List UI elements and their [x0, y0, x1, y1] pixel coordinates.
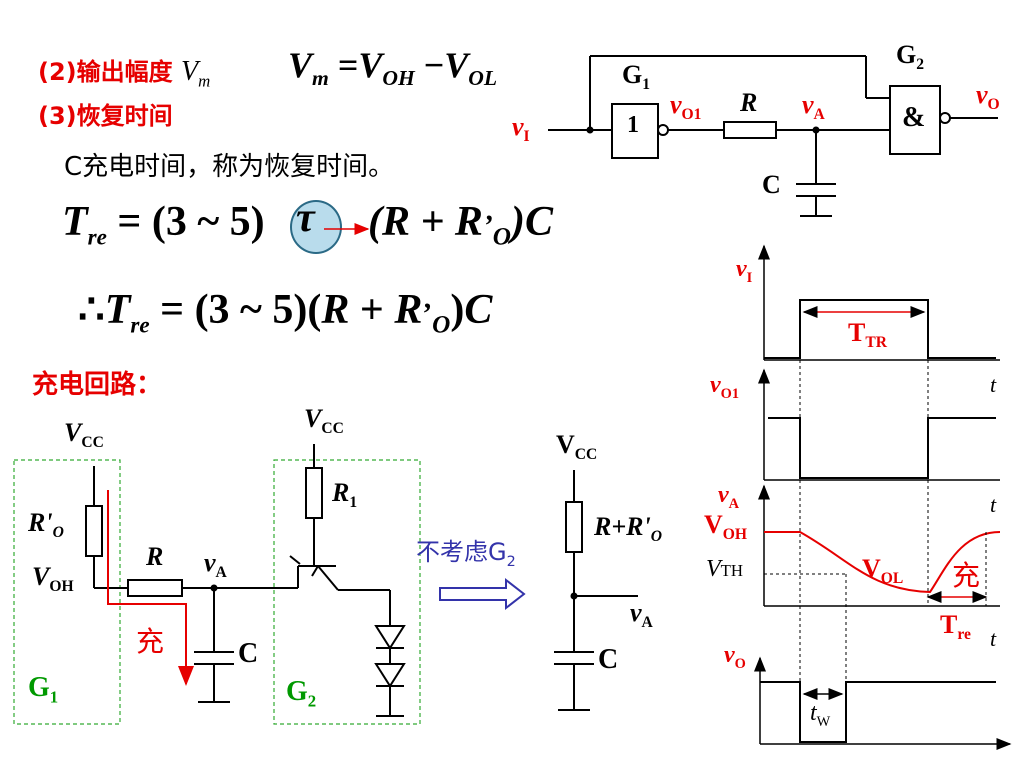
g1-box: [13, 459, 121, 725]
tre-formula-2: ∴Tre = (3 ~ 5)(R + R’O)C: [78, 287, 493, 339]
resistor-r1: [305, 467, 323, 519]
label-r-sum: R+R'O: [594, 512, 662, 546]
charging-loop-heading: 充电回路：: [32, 370, 163, 400]
ro-sub-1: O: [492, 223, 511, 251]
vm-formula: Vm =VOH −VOL: [288, 45, 498, 91]
tre-sub: re: [87, 223, 107, 250]
vo-wave: [760, 681, 996, 743]
resistor-ro: [85, 505, 103, 557]
label-voh-left: VOH: [32, 562, 74, 596]
label-vo1-top: vO1: [670, 90, 702, 124]
label-vcc-left: VCC: [64, 418, 104, 452]
t-axis-2: t: [990, 492, 997, 517]
label-va-eq: vA: [630, 598, 653, 632]
tre-rc-1: (R + R’O)C: [368, 199, 553, 251]
label-charge-wave: 充: [952, 559, 981, 592]
voh-sub: OH: [382, 66, 415, 91]
tau-symbol: τ: [296, 195, 315, 241]
label-c-left: C: [238, 638, 259, 669]
label-vcc-eq: VCC: [556, 430, 598, 464]
inverter-bubble: [657, 124, 669, 136]
amplitude-heading: (2)输出幅度 Vm: [38, 52, 210, 92]
vm-symbol: Vm: [181, 56, 211, 91]
label-vcc-transistor: VCC: [304, 404, 344, 438]
tau-highlight: [290, 200, 342, 254]
timing-guides: [799, 300, 987, 742]
label-voh-wave: VOH: [704, 510, 748, 544]
top-circuit: [548, 55, 998, 217]
wave-label-vo1: vO1: [710, 372, 740, 402]
t-axis-1: t: [990, 372, 997, 397]
label-ignore-g2: 不考虑G2: [416, 538, 516, 570]
resistor-sum: [565, 501, 583, 553]
waveform-axes: [754, 244, 1012, 750]
resistor-r-left: [127, 579, 183, 597]
label-vi-top: vI: [512, 112, 530, 146]
inverter-symbol: 1: [627, 112, 639, 138]
charging-sentence: C充电时间，称为恢复时间。: [64, 152, 395, 182]
label-tw: tW: [810, 700, 831, 730]
va-wave: [764, 531, 1001, 594]
label-r-left: R: [146, 542, 164, 571]
label-tre-wave: Tre: [940, 610, 971, 644]
label-charge-left: 充: [136, 625, 165, 658]
and-symbol: &: [902, 102, 926, 133]
label-r1: R1: [332, 478, 358, 512]
label-c-top: C: [762, 170, 781, 199]
vm-sub: m: [312, 66, 329, 91]
and-bubble: [939, 112, 951, 124]
label-va-top: vA: [802, 90, 825, 124]
label-c-eq: C: [598, 644, 619, 675]
label-g1-box: G1: [28, 672, 59, 707]
vi-wave: [764, 299, 996, 359]
left-circuit: [85, 444, 406, 717]
amplitude-label: (2)输出幅度: [38, 58, 173, 86]
tre-symbol: T: [62, 199, 88, 245]
label-vo-top: vO: [976, 80, 1000, 114]
tre-coeff: = (3 ~ 5): [117, 199, 265, 245]
vol-sub: OL: [468, 66, 498, 91]
label-vth: VTH: [706, 556, 744, 582]
equivalent-arrow: [439, 577, 526, 611]
label-ro: R'O: [28, 508, 64, 542]
label-g2: G2: [896, 40, 925, 74]
wave-label-vo: vO: [724, 642, 746, 672]
resistor-r: [723, 121, 777, 139]
label-g1: G1: [622, 60, 651, 94]
label-vol-wave: VOL: [862, 554, 904, 588]
label-ttr: TTR: [848, 318, 888, 352]
vo1-wave: [768, 417, 996, 479]
tre-formula-1: Tre = (3 ~ 5): [62, 198, 265, 250]
wave-label-vi: vI: [736, 256, 753, 286]
g2-box: [273, 459, 421, 725]
label-g2-box: G2: [286, 676, 317, 711]
charging-path-arrow: [107, 490, 194, 686]
t-axis-3: t: [990, 626, 997, 651]
wave-label-va: vA: [718, 482, 740, 512]
label-va-left: vA: [204, 548, 227, 582]
label-r-top: R: [740, 88, 758, 117]
recovery-heading: (3)恢复时间: [38, 102, 173, 130]
equivalent-circuit: [554, 470, 638, 711]
